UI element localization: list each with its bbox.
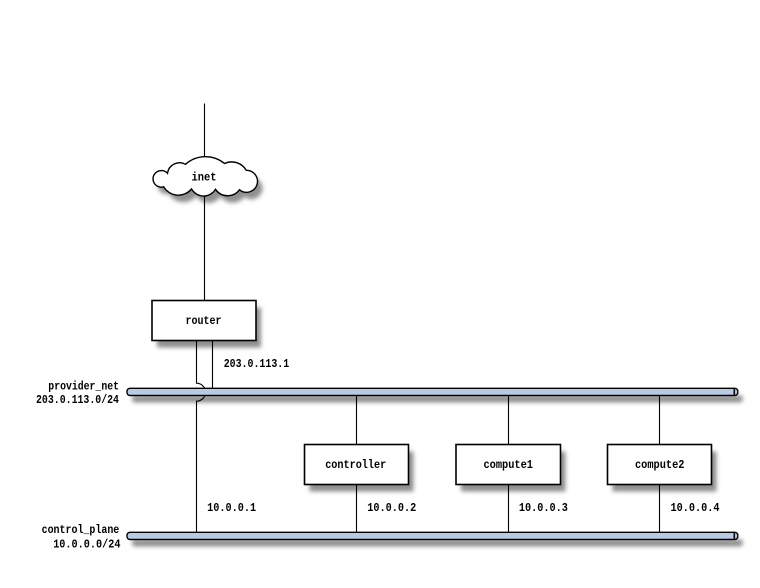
- svg-text:router: router: [186, 314, 222, 328]
- svg-text:10.0.0.2: 10.0.0.2: [367, 501, 416, 515]
- svg-text:203.0.113.0/24: 203.0.113.0/24: [36, 393, 119, 407]
- svg-text:inet: inet: [192, 171, 217, 185]
- svg-text:10.0.0.1: 10.0.0.1: [207, 501, 256, 515]
- svg-text:10.0.0.4: 10.0.0.4: [671, 501, 720, 515]
- svg-text:10.0.0.3: 10.0.0.3: [519, 501, 568, 515]
- svg-text:control_plane: control_plane: [42, 523, 120, 537]
- svg-text:203.0.113.1: 203.0.113.1: [224, 357, 290, 371]
- svg-text:controller: controller: [325, 458, 386, 472]
- svg-text:10.0.0.0/24: 10.0.0.0/24: [53, 537, 120, 551]
- svg-text:compute1: compute1: [483, 458, 533, 472]
- svg-text:compute2: compute2: [635, 458, 685, 472]
- svg-text:provider_net: provider_net: [48, 380, 119, 394]
